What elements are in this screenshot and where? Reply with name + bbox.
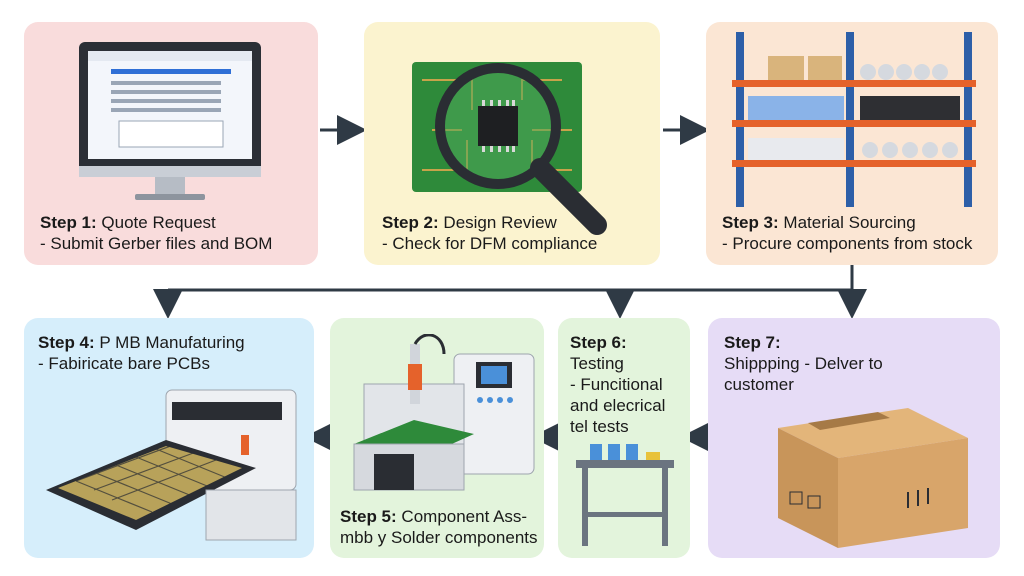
- step-5-desc: mbb y Solder components: [340, 528, 538, 547]
- warehouse-shelf-icon: [732, 32, 976, 207]
- step-5-title: Component Ass-: [401, 507, 528, 526]
- step-6-label: Step 6:: [570, 333, 627, 352]
- step-3-label: Step 3:: [722, 213, 779, 232]
- step-6-desc: - Funcitional and elecrical tel tests: [570, 375, 666, 436]
- step-3-title: Material Sourcing: [783, 213, 916, 232]
- monitor-icon: [79, 42, 261, 200]
- step-4-card: Step 4: P MB Manufaturing - Fabiricate b…: [24, 318, 314, 558]
- step-2-desc: - Check for DFM compliance: [382, 234, 598, 253]
- step-5-label: Step 5:: [340, 507, 397, 526]
- step-4-desc: - Fabiricate bare PCBs: [38, 354, 210, 373]
- step-7-text: Step 7: Shippping - Delver to customer: [724, 332, 883, 395]
- magnifier-pcb-icon: [412, 62, 607, 235]
- step-6-text: Step 6: Testing - Funcitional and elecri…: [570, 332, 665, 437]
- step-4-text: Step 4: P MB Manufaturing - Fabiricate b…: [38, 332, 245, 374]
- step-3-desc: - Procure components from stock: [722, 234, 973, 253]
- step-2-title: Design Review: [443, 213, 557, 232]
- step-1-text: Step 1: Quote Request - Submit Gerber fi…: [40, 212, 272, 254]
- step-6-card: Step 6: Testing - Funcitional and elecri…: [558, 318, 690, 558]
- step-1-label: Step 1:: [40, 213, 97, 232]
- step-7-title: Shippping - Delver to customer: [724, 354, 883, 394]
- step-5-text: Step 5: Component Ass- mbb y Solder comp…: [340, 506, 538, 548]
- step-6-title: Testing: [570, 354, 624, 373]
- step-2-card: Step 2: Design Review - Check for DFM co…: [364, 22, 660, 265]
- step-2-label: Step 2:: [382, 213, 439, 232]
- arrow-3-split: [168, 265, 854, 292]
- pcb-machine-icon: [46, 389, 297, 541]
- shipping-box-icon: [778, 408, 968, 548]
- step-7-label: Step 7:: [724, 333, 781, 352]
- step-4-title: P MB Manufaturing: [99, 333, 245, 352]
- assembly-machine-icon: [353, 334, 535, 491]
- step-5-card: Step 5: Component Ass- mbb y Solder comp…: [330, 318, 544, 558]
- step-7-card: Step 7: Shippping - Delver to customer: [708, 318, 1000, 558]
- test-bench-icon: [576, 444, 674, 546]
- step-3-card: Step 3: Material Sourcing - Procure comp…: [706, 22, 998, 265]
- step-1-title: Quote Request: [101, 213, 216, 232]
- step-2-text: Step 2: Design Review - Check for DFM co…: [382, 212, 597, 254]
- step-4-label: Step 4:: [38, 333, 95, 352]
- step-1-card: Step 1: Quote Request - Submit Gerber fi…: [24, 22, 318, 265]
- step-3-text: Step 3: Material Sourcing - Procure comp…: [722, 212, 972, 254]
- step-1-desc: - Submit Gerber files and BOM: [40, 234, 273, 253]
